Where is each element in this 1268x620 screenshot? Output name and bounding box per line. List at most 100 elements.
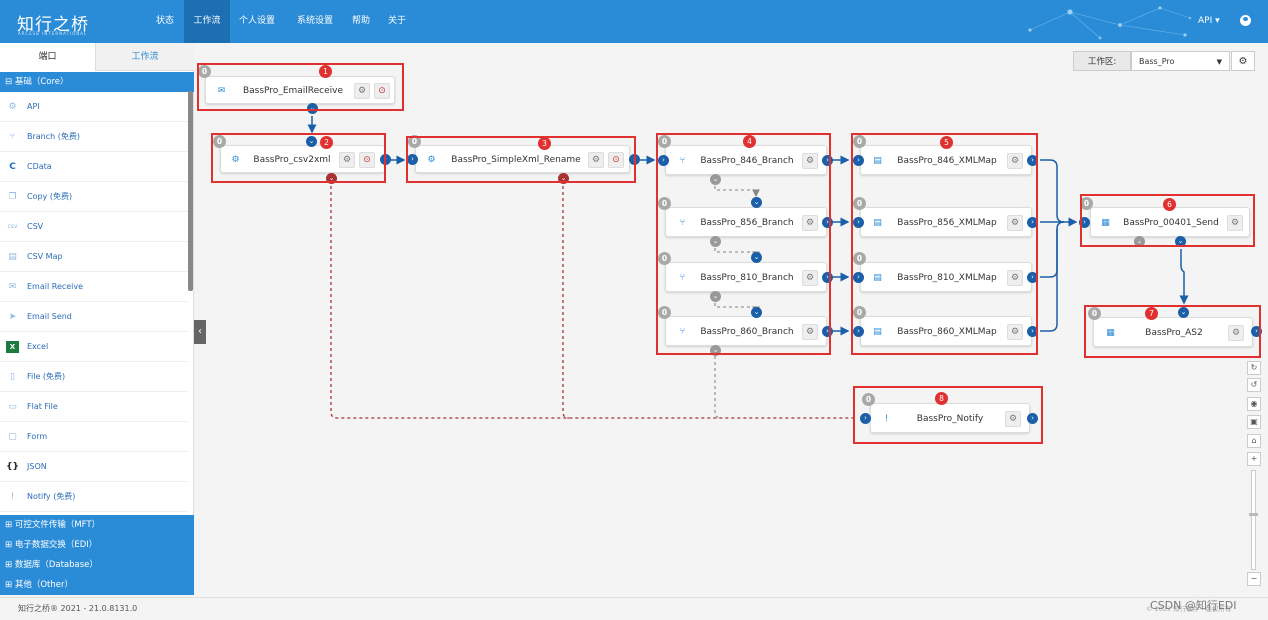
zoom-in-icon[interactable]: +: [1247, 452, 1261, 466]
error-port-icon[interactable]: ⌄: [710, 345, 721, 356]
user-icon[interactable]: [1240, 15, 1251, 26]
output-port-icon[interactable]: ›: [1027, 155, 1038, 166]
gear-icon[interactable]: ⚙: [802, 270, 818, 286]
category-mft[interactable]: ⊞ 可控文件传输（MFT）: [0, 515, 194, 535]
sidebar-item-copy[interactable]: ❐Copy (免费): [0, 182, 188, 212]
input-port-icon[interactable]: ›: [853, 326, 864, 337]
nav-workflow[interactable]: 工作流: [184, 0, 230, 43]
input-port-icon[interactable]: ⌄: [751, 252, 762, 263]
input-port-icon[interactable]: ›: [860, 413, 871, 424]
sidebar-item-notify[interactable]: !Notify (免费): [0, 482, 188, 512]
gear-icon[interactable]: ⚙: [339, 152, 355, 168]
output-port-icon[interactable]: ›: [822, 155, 833, 166]
input-port-icon[interactable]: ›: [853, 272, 864, 283]
category-edi[interactable]: ⊞ 电子数据交换（EDI）: [0, 535, 194, 555]
output-port-icon[interactable]: ⌄: [307, 103, 318, 114]
workspace-settings-button[interactable]: ⚙: [1231, 51, 1255, 71]
input-port-icon[interactable]: ⌄: [1178, 307, 1189, 318]
sidebar-item-csv-map[interactable]: ▤CSV Map: [0, 242, 188, 272]
input-port-icon[interactable]: ⌄: [306, 136, 317, 147]
input-port-icon[interactable]: ›: [853, 217, 864, 228]
error-port-icon[interactable]: ⌄: [558, 173, 569, 184]
api-menu[interactable]: API ▾: [1198, 16, 1220, 26]
zoom-slider-thumb[interactable]: [1249, 513, 1258, 516]
gear-icon[interactable]: ⚙: [1007, 153, 1023, 169]
output-port-icon[interactable]: ›: [822, 272, 833, 283]
node-860-branch[interactable]: ⑂ BassPro_860_Branch ⚙: [665, 316, 827, 346]
zoom-slider[interactable]: [1251, 470, 1256, 570]
output-port-icon[interactable]: ›: [822, 217, 833, 228]
output-port-icon[interactable]: ›: [1027, 326, 1038, 337]
node-846-branch[interactable]: ⑂ BassPro_846_Branch ⚙: [665, 145, 827, 175]
sidebar-item-form[interactable]: ▢Form: [0, 422, 188, 452]
node-856-xmlmap[interactable]: ▤ BassPro_856_XMLMap ⚙: [860, 207, 1032, 237]
node-csv2xml[interactable]: ⚙ BassPro_csv2xml ⚙ ⊙: [220, 145, 385, 173]
category-other[interactable]: ⊞ 其他（Other）: [0, 575, 194, 595]
gear-icon[interactable]: ⚙: [1007, 215, 1023, 231]
node-810-branch[interactable]: ⑂ BassPro_810_Branch ⚙: [665, 262, 827, 292]
gear-icon[interactable]: ⚙: [354, 83, 370, 99]
error-port-icon[interactable]: ⌄: [1134, 236, 1145, 247]
output-port-icon[interactable]: ⌄: [1175, 236, 1186, 247]
input-port-icon[interactable]: ›: [1079, 217, 1090, 228]
gear-icon[interactable]: ⚙: [802, 153, 818, 169]
output-port-icon[interactable]: ›: [1027, 413, 1038, 424]
node-810-xmlmap[interactable]: ▤ BassPro_810_XMLMap ⚙: [860, 262, 1032, 292]
sidebar-item-email-receive[interactable]: ✉Email Receive: [0, 272, 188, 302]
sidebar-item-branch[interactable]: ⑂Branch (免费): [0, 122, 188, 152]
sidebar-item-flat-file[interactable]: ▭Flat File: [0, 392, 188, 422]
gear-icon[interactable]: ⚙: [802, 324, 818, 340]
warning-icon[interactable]: ⊙: [359, 152, 375, 168]
warning-icon[interactable]: ⊙: [374, 83, 390, 99]
warning-icon[interactable]: ⊙: [608, 152, 624, 168]
nav-about[interactable]: 关于: [387, 16, 406, 26]
tab-workflows[interactable]: 工作流: [96, 43, 194, 71]
error-port-icon[interactable]: ⌄: [710, 174, 721, 185]
input-port-icon[interactable]: ›: [658, 155, 669, 166]
category-database[interactable]: ⊞ 数据库（Database）: [0, 555, 194, 575]
node-notify[interactable]: ! BassPro_Notify ⚙: [870, 403, 1030, 433]
sidebar-item-email-send[interactable]: ➤Email Send: [0, 302, 188, 332]
output-port-icon[interactable]: ›: [1027, 217, 1038, 228]
gear-icon[interactable]: ⚙: [1228, 325, 1244, 341]
collapse-sidebar-button[interactable]: ‹: [194, 320, 206, 344]
gear-icon[interactable]: ⚙: [1227, 215, 1243, 231]
gear-icon[interactable]: ⚙: [1005, 411, 1021, 427]
nav-help[interactable]: 帮助: [351, 16, 370, 26]
sidebar-item-json[interactable]: {}JSON: [0, 452, 188, 482]
node-emailreceive[interactable]: ✉ BassPro_EmailReceive ⚙ ⊙: [205, 76, 395, 104]
eye-icon[interactable]: ◉: [1247, 397, 1261, 411]
node-846-xmlmap[interactable]: ▤ BassPro_846_XMLMap ⚙: [860, 145, 1032, 175]
sidebar-scrollbar[interactable]: [188, 91, 193, 291]
gear-icon[interactable]: ⚙: [1007, 324, 1023, 340]
node-simplexml-rename[interactable]: ⚙ BassPro_SimpleXml_Rename ⚙ ⊙: [415, 145, 630, 173]
tab-ports[interactable]: 端口: [0, 43, 96, 71]
error-port-icon[interactable]: ⌄: [326, 173, 337, 184]
node-00401-send[interactable]: ▦ BassPro_00401_Send ⚙: [1090, 207, 1250, 237]
workspace-select[interactable]: Bass_Pro▼: [1131, 51, 1230, 71]
undo-icon[interactable]: ↺: [1247, 378, 1261, 392]
nav-system-settings[interactable]: 系统设置: [296, 16, 333, 26]
category-core[interactable]: ⊟ 基础（Core）: [0, 72, 194, 92]
output-port-icon[interactable]: ›: [822, 326, 833, 337]
input-port-icon[interactable]: ›: [853, 155, 864, 166]
input-port-icon[interactable]: ›: [407, 154, 418, 165]
gear-icon[interactable]: ⚙: [588, 152, 604, 168]
gear-icon[interactable]: ⚙: [1007, 270, 1023, 286]
refresh-icon[interactable]: ↻: [1247, 361, 1261, 375]
sidebar-item-file[interactable]: ▯File (免费): [0, 362, 188, 392]
error-port-icon[interactable]: ⌄: [710, 236, 721, 247]
input-port-icon[interactable]: ⌄: [751, 307, 762, 318]
error-port-icon[interactable]: ⌄: [710, 291, 721, 302]
nav-personal-settings[interactable]: 个人设置: [238, 16, 275, 26]
nav-status[interactable]: 状态: [155, 16, 174, 26]
input-port-icon[interactable]: ⌄: [751, 197, 762, 208]
output-port-icon[interactable]: ›: [1027, 272, 1038, 283]
output-port-icon[interactable]: ›: [1251, 326, 1262, 337]
fit-view-icon[interactable]: ▣: [1247, 415, 1261, 429]
zoom-out-icon[interactable]: −: [1247, 572, 1261, 586]
gear-icon[interactable]: ⚙: [802, 215, 818, 231]
